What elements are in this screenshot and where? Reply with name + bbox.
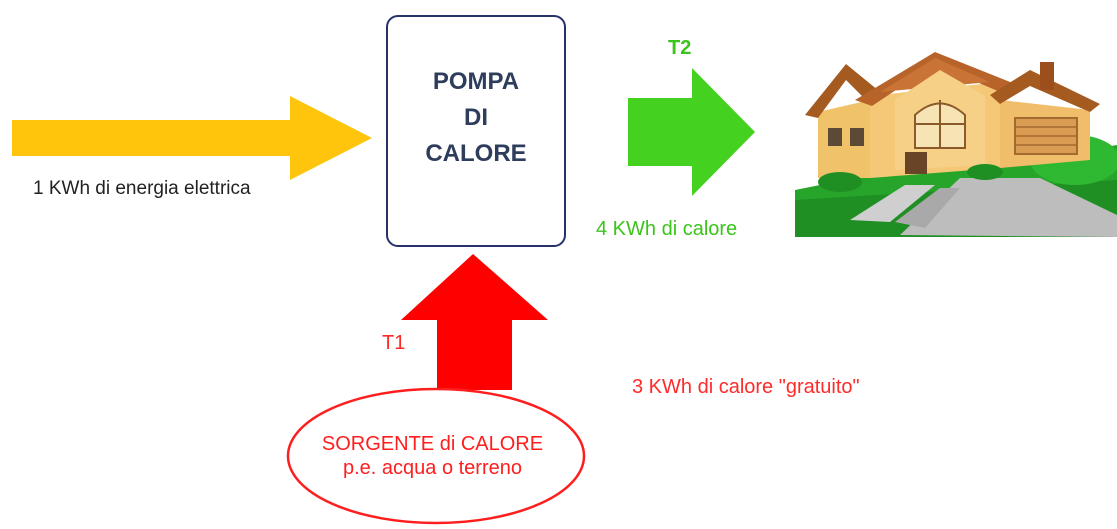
free-heat-label: 3 KWh di calore "gratuito" [632,376,860,398]
pump-title-line3: CALORE [425,140,527,167]
heat-pump-title: POMPA DI CALORE [386,64,566,172]
heat-pump-box [386,15,566,247]
heat-source-line1: SORGENTE di CALORE [321,433,544,455]
pump-title-line1: POMPA [432,68,520,95]
t2-label: T2 [668,37,692,59]
heat-source-ellipse [286,387,586,525]
house-icon [795,52,1117,237]
heat-output-label: 4 KWh di calore [596,218,738,240]
electric-energy-arrow [12,96,372,180]
pump-title-line2: DI [464,104,488,131]
free-heat-arrow [401,254,548,390]
electric-energy-label: 1 KWh di energia elettrica [33,178,251,199]
heat-source-line2: p.e. acqua o terreno [342,457,522,479]
t1-label: T1 [382,332,406,354]
heat-source-text: SORGENTE di CALORE p.e. acqua o terreno [290,432,575,480]
heat-output-arrow [628,68,755,196]
